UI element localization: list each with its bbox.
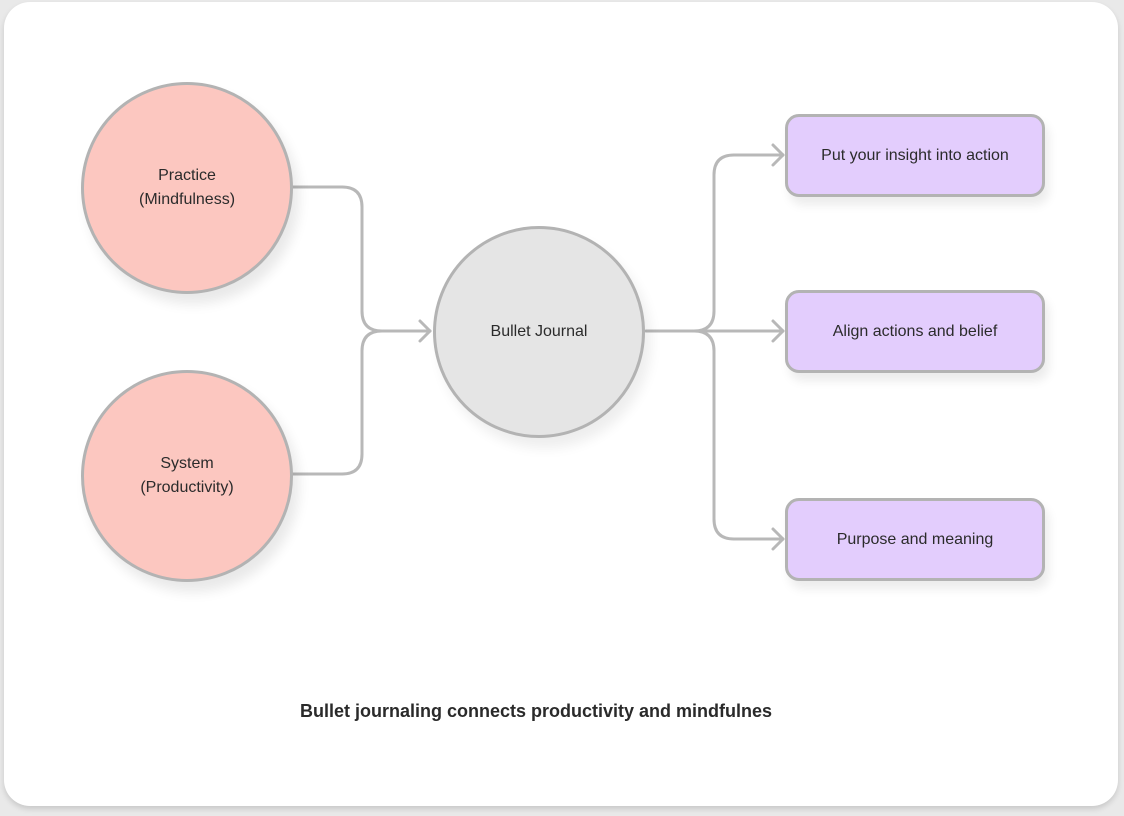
insight-action-node[interactable]: Put your insight into action — [785, 114, 1045, 197]
diagram-caption: Bullet journaling connects productivity … — [300, 701, 773, 721]
mindfulness-label: (Mindfulness) — [138, 191, 236, 208]
purpose-meaning-node[interactable]: Purpose and meaning — [785, 498, 1045, 581]
insight-action-label: Put your insight into action — [821, 146, 1009, 164]
bullet-journal-label: Bullet Journal — [490, 323, 588, 340]
align-actions-node[interactable]: Align actions and belief — [785, 290, 1045, 373]
practice-mindfulness-node[interactable]: Practice (Mindfulness) — [81, 82, 293, 294]
purpose-meaning-label: Purpose and meaning — [836, 530, 994, 548]
align-actions-label: Align actions and belief — [832, 322, 998, 340]
productivity-label: (Productivity) — [140, 479, 234, 496]
system-label: System — [160, 455, 214, 472]
practice-label: Practice — [158, 167, 216, 184]
bullet-journal-node[interactable]: Bullet Journal — [433, 226, 645, 438]
system-productivity-node[interactable]: System (Productivity) — [81, 370, 293, 582]
